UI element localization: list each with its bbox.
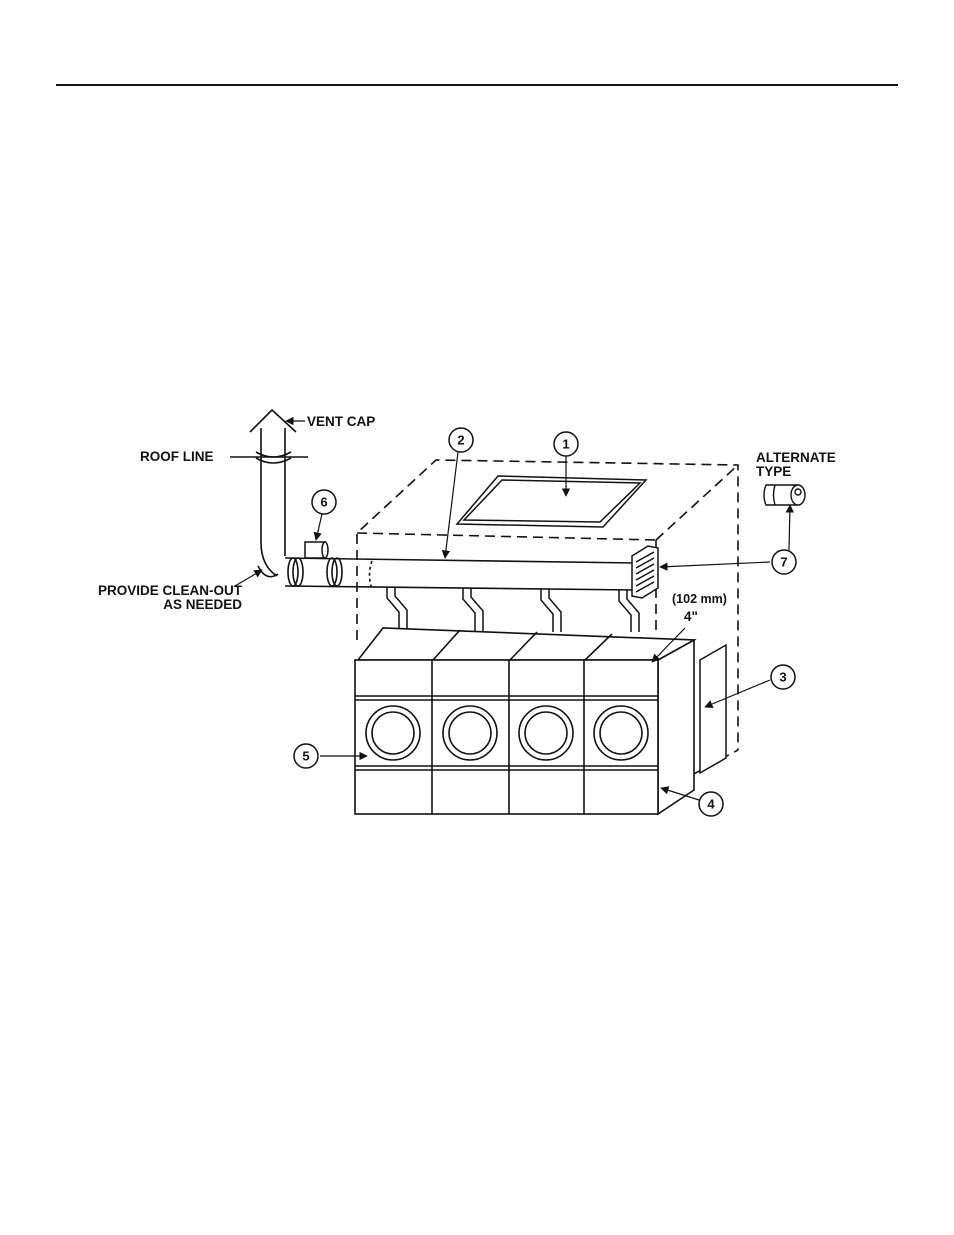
callout-3-number: 3 — [779, 670, 786, 685]
clean-out-label-line2: AS NEEDED — [163, 597, 242, 612]
dryer-connection-ducts — [387, 587, 639, 632]
ceiling-opening — [457, 476, 646, 527]
damper-end-cap — [632, 546, 658, 598]
access-panel — [700, 645, 726, 773]
alternate-type-cap — [764, 485, 805, 505]
callout-7-number: 7 — [780, 555, 787, 570]
clearance-inch-label: 4" — [684, 609, 698, 624]
roof-line-label: ROOF LINE — [140, 449, 214, 464]
alternate-type-label-line2: TYPE — [756, 464, 791, 479]
callout-6-number: 6 — [320, 495, 327, 510]
callout-2-number: 2 — [457, 433, 464, 448]
callout-5-number: 5 — [302, 749, 309, 764]
vent-cap-label: VENT CAP — [307, 414, 375, 429]
clean-out-label-line1: PROVIDE CLEAN-OUT — [98, 583, 243, 598]
horizontal-main-duct — [285, 558, 636, 590]
callout-4-number: 4 — [707, 797, 715, 812]
alternate-type-label-line1: ALTERNATE — [756, 450, 836, 465]
clearance-mm-label: (102 mm) — [672, 592, 727, 606]
callout-1-number: 1 — [562, 437, 569, 452]
vertical-vent-pipe — [250, 410, 296, 577]
clean-out-fitting — [305, 542, 328, 558]
